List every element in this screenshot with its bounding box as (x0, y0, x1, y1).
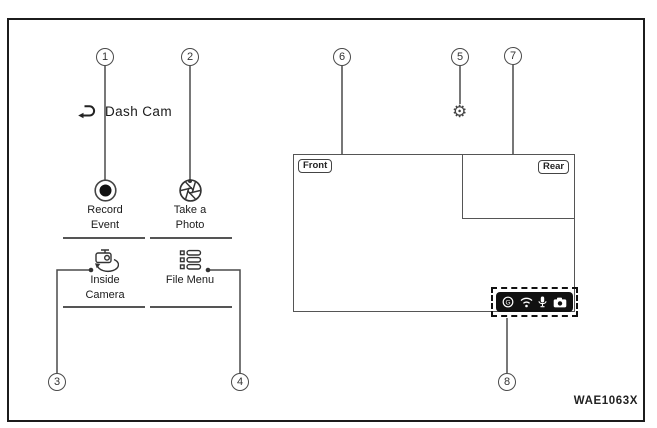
rear-view-label: Rear (538, 160, 570, 174)
inside-camera-button[interactable]: Inside Camera (63, 247, 147, 303)
callout-7: 7 (504, 47, 522, 65)
camera-icon (553, 297, 567, 308)
callout-3: 3 (48, 373, 66, 391)
callout-6-number: 6 (338, 51, 346, 63)
callout-8: 8 (498, 373, 516, 391)
callout-2: 2 (181, 48, 199, 66)
wifi-icon (520, 297, 533, 308)
inside-camera-label-line1: Inside (90, 274, 120, 286)
callout-8-number: 8 (503, 376, 511, 388)
record-event-label-line2: Event (90, 219, 120, 231)
callout-4-number: 4 (236, 376, 244, 388)
callout-5-number: 5 (456, 51, 464, 63)
callout-1-number: 1 (101, 51, 109, 63)
callout-4: 4 (231, 373, 249, 391)
inside-camera-icon (91, 247, 119, 273)
microphone-icon (538, 296, 547, 308)
callout-5: 5 (451, 48, 469, 66)
take-a-photo-button[interactable]: Take a Photo (148, 177, 232, 233)
shutter-icon (178, 177, 203, 203)
panel-divider (150, 306, 232, 308)
svg-text:G: G (505, 299, 510, 306)
gps-icon: G (502, 296, 514, 308)
take-a-photo-label-line1: Take a (173, 204, 207, 216)
back-icon[interactable] (76, 102, 97, 120)
file-menu-label-line1: File Menu (165, 274, 215, 286)
take-a-photo-label-line2: Photo (175, 219, 205, 231)
record-event-button[interactable]: Record Event (63, 177, 147, 233)
figure-code: WAE1063X (573, 395, 638, 407)
inside-camera-label-line2: Camera (85, 289, 125, 301)
figure-border (7, 18, 645, 422)
rear-view-inset (462, 155, 574, 219)
status-bar: G (496, 292, 573, 312)
record-event-label-line1: Record (87, 204, 123, 216)
status-bar-highlight (491, 287, 578, 317)
front-view-label: Front (298, 159, 333, 173)
panel-divider (63, 306, 145, 308)
panel-title: Dash Cam (105, 104, 172, 119)
file-menu-button[interactable]: File Menu (148, 247, 232, 288)
camera-screen (293, 154, 575, 312)
file-menu-icon (179, 247, 202, 273)
callout-1: 1 (96, 48, 114, 66)
callout-7-number: 7 (509, 50, 517, 62)
panel-divider (150, 237, 232, 239)
callout-3-number: 3 (53, 376, 61, 388)
callout-6: 6 (333, 48, 351, 66)
record-icon (93, 177, 118, 203)
callout-2-number: 2 (186, 51, 194, 63)
panel-divider (63, 237, 145, 239)
gear-icon[interactable]: ⚙ (452, 102, 468, 121)
